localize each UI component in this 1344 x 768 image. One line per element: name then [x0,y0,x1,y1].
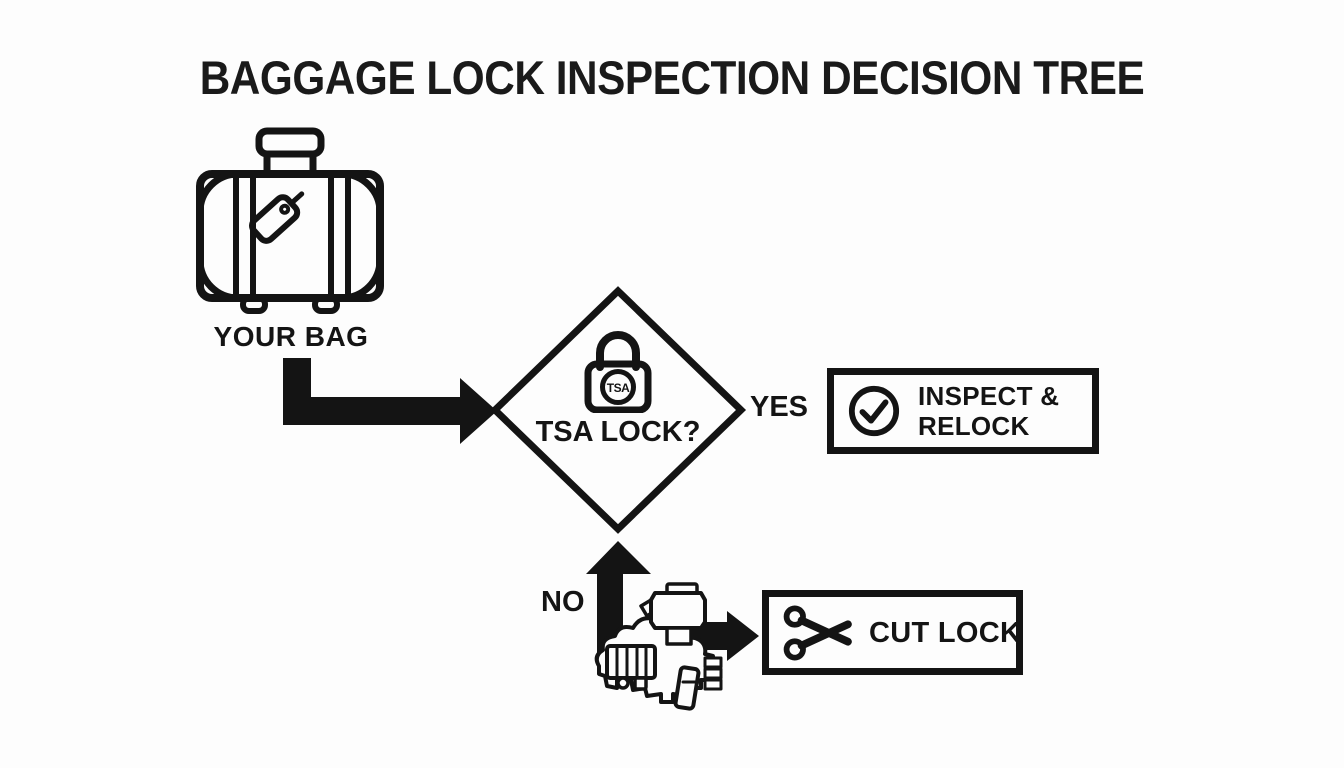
scissors-icon [783,604,852,661]
inspection-machine-icon [594,582,723,711]
tsa-padlock-icon: TSA [584,331,652,413]
tsa-badge-text: TSA [607,381,630,395]
yes-edge-label: YES [750,391,809,423]
decision-question: TSA LOCK? [535,416,701,448]
bag-node-label: YOUR BAG [213,321,369,352]
inspect-relock-line2: RELOCK [918,411,1030,441]
inspect-relock-box: INSPECT & RELOCK [827,368,1099,454]
inspect-relock-line1: INSPECT & [918,381,1060,411]
suitcase-icon [196,127,384,314]
cut-lock-box: CUT LOCK [762,590,1023,675]
cut-lock-label: CUT LOCK [869,616,1022,649]
arrow-bag-to-decision [283,358,497,444]
no-edge-label: NO [541,586,585,618]
luggage-tag [249,191,305,244]
check-circle-icon [848,385,900,437]
diagram-title: BAGGAGE LOCK INSPECTION DECISION TREE [199,51,1145,104]
